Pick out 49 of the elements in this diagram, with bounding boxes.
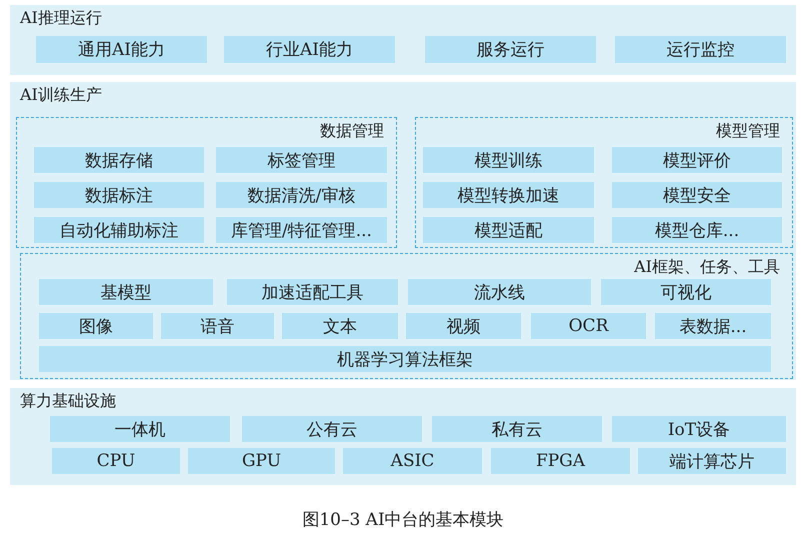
module-box: 行业AI能力 xyxy=(224,36,395,63)
module-box: 基模型 xyxy=(39,279,213,305)
module-box: 公有云 xyxy=(242,416,422,442)
module-box: 私有云 xyxy=(432,416,602,442)
module-box: 表数据... xyxy=(655,313,771,339)
module-box: 通用AI能力 xyxy=(36,36,207,63)
module-box: OCR xyxy=(531,313,646,339)
module-box: 模型训练 xyxy=(423,147,594,173)
module-box: 一体机 xyxy=(50,416,230,442)
dashed-group-frame xyxy=(20,253,793,379)
group-title: 模型管理 xyxy=(716,121,780,142)
module-box: 库管理/特征管理... xyxy=(216,217,387,243)
layer-title: AI训练生产 xyxy=(20,85,102,106)
module-box: CPU xyxy=(52,448,180,474)
module-box: GPU xyxy=(188,448,335,474)
module-box: 文本 xyxy=(282,313,398,339)
module-box: 流水线 xyxy=(408,279,591,305)
layer-panel xyxy=(10,82,796,380)
module-box: 模型仓库... xyxy=(612,217,782,243)
figure-caption: 图10–3 AI中台的基本模块 xyxy=(302,510,504,530)
group-title: AI框架、任务、工具 xyxy=(634,257,780,278)
module-box: 加速适配工具 xyxy=(227,279,398,305)
module-box: ASIC xyxy=(343,448,482,474)
module-box: 模型适配 xyxy=(423,217,594,243)
layer-title: AI推理运行 xyxy=(20,8,102,29)
module-box: 数据存储 xyxy=(34,147,204,173)
layer-panel xyxy=(10,5,796,75)
module-box: 图像 xyxy=(39,313,153,339)
module-box: 模型转换加速 xyxy=(423,182,594,208)
module-box: 自动化辅助标注 xyxy=(34,217,204,243)
module-box: 视频 xyxy=(406,313,521,339)
module-box: 模型评价 xyxy=(612,147,782,173)
dashed-group-frame xyxy=(16,117,397,248)
module-box: 标签管理 xyxy=(216,147,387,173)
module-box: 机器学习算法框架 xyxy=(39,346,771,372)
module-box: 数据标注 xyxy=(34,182,204,208)
dashed-group-frame xyxy=(415,117,793,248)
group-title: 数据管理 xyxy=(320,121,384,142)
layer-title: 算力基础设施 xyxy=(20,391,116,412)
module-box: 可视化 xyxy=(601,279,771,305)
module-box: 语音 xyxy=(161,313,274,339)
module-box: 模型安全 xyxy=(612,182,782,208)
module-box: 端计算芯片 xyxy=(638,448,786,474)
module-box: 服务运行 xyxy=(425,36,596,63)
module-box: 运行监控 xyxy=(615,36,786,63)
layer-panel xyxy=(10,388,796,485)
module-box: FPGA xyxy=(491,448,630,474)
module-box: 数据清洗/审核 xyxy=(216,182,387,208)
module-box: IoT设备 xyxy=(612,416,786,442)
